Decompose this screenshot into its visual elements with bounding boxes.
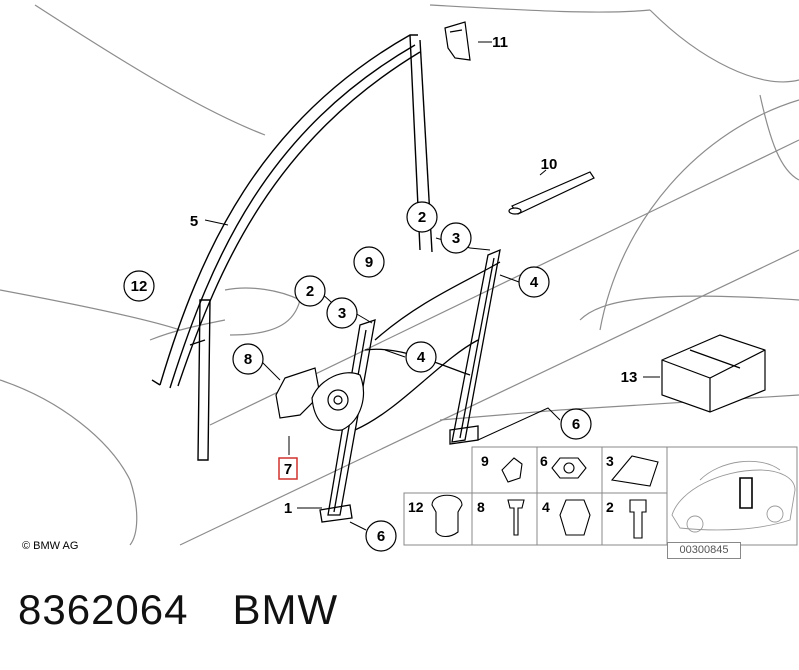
table-9: 9 — [481, 453, 489, 469]
copyright-text: © BMW AG — [22, 540, 79, 552]
callout-7: 7 — [284, 461, 292, 478]
box-13 — [661, 334, 766, 413]
callout-13: 13 — [621, 369, 638, 386]
caption: 8362064 BMW — [18, 586, 338, 634]
door-frame-guide — [151, 34, 433, 461]
callout-2-upper: 2 — [418, 209, 426, 226]
callout-4-upper: 4 — [530, 274, 539, 291]
callout-3-upper: 3 — [452, 230, 460, 247]
callout-8-circle: 8 — [244, 351, 252, 368]
table-6: 6 — [540, 453, 548, 469]
brand-name: BMW — [232, 586, 339, 633]
callout-4-lower: 4 — [417, 349, 426, 366]
table-8: 8 — [477, 499, 485, 515]
callout-5: 5 — [190, 213, 198, 230]
seal-strip-10 — [508, 171, 595, 215]
table-2: 2 — [606, 499, 614, 515]
callout-12-circle: 12 — [131, 278, 148, 295]
reference-code: 00300845 — [667, 542, 741, 559]
callout-3-lower: 3 — [338, 305, 346, 322]
parts-diagram: 12 9 2 3 4 2 3 4 8 6 6 5 11 10 13 1 7 9 … — [0, 4, 799, 552]
fastener-table — [403, 446, 798, 546]
fastener-icons — [431, 455, 659, 539]
part-number: 8362064 — [18, 586, 189, 633]
callout-6-lower: 6 — [377, 528, 385, 545]
callout-circles — [123, 201, 592, 552]
leader-lines — [204, 41, 660, 531]
nut-4-icon — [559, 499, 591, 536]
table-3: 3 — [606, 453, 614, 469]
callout-7-highlight-box — [278, 457, 298, 480]
clip-9-icon — [501, 457, 523, 483]
callout-6-upper: 6 — [572, 416, 580, 433]
bolt-2-icon — [629, 499, 647, 539]
table-4: 4 — [542, 499, 550, 515]
callout-10: 10 — [541, 156, 558, 173]
window-motor-7 — [275, 367, 364, 431]
callout-2-lower: 2 — [306, 283, 314, 300]
callout-11: 11 — [492, 34, 508, 51]
callout-9-circle: 9 — [365, 254, 373, 271]
table-12: 12 — [408, 499, 424, 515]
callout-1: 1 — [284, 500, 292, 517]
screw-8-icon — [507, 499, 525, 536]
car-body-outline — [0, 4, 799, 546]
grommet-12-icon — [431, 494, 463, 538]
corner-piece-11 — [444, 21, 471, 61]
fastener-numbers: 9 6 3 12 8 4 2 — [408, 453, 614, 515]
car-thumbnail — [671, 460, 796, 533]
clip-3-icon — [610, 455, 659, 487]
